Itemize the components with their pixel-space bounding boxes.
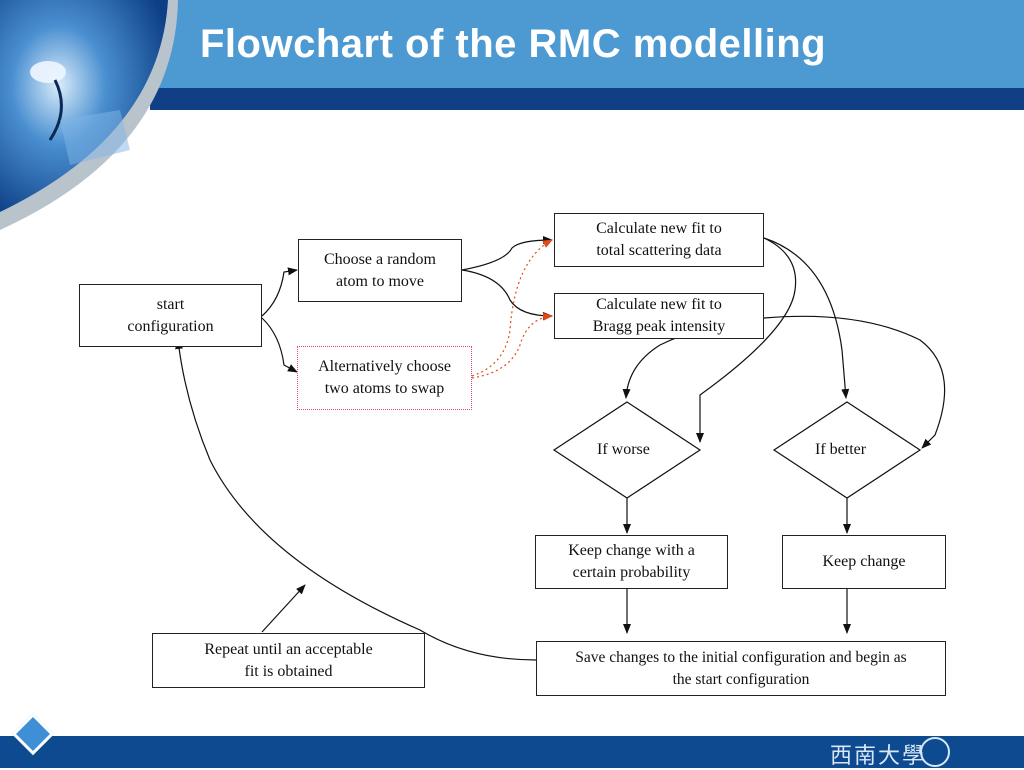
title-underline-bar [150, 88, 1024, 110]
arrow-total-to-worse [696, 237, 797, 443]
university-seal-icon [920, 737, 950, 767]
choose-random-atom-box: Choose a random atom to move [298, 239, 462, 302]
calc-bragg-peak-box: Calculate new fit to Bragg peak intensit… [554, 293, 764, 339]
arrow-repeat-pointer [261, 584, 306, 633]
arrow-save-to-start [175, 339, 537, 661]
slide-footer [0, 736, 1024, 768]
arrow-swap-to-bragg [471, 312, 553, 379]
calc-total-scattering-box: Calculate new fit to total scattering da… [554, 213, 764, 267]
page-title: Flowchart of the RMC modelling [200, 22, 827, 66]
corner-decoration-image [0, 0, 178, 230]
arrow-start-to-choose [261, 267, 298, 317]
swap-atoms-box: Alternatively choose two atoms to swap [297, 346, 472, 410]
repeat-until-fit-box: Repeat until an acceptable fit is obtain… [152, 633, 425, 688]
arrow-choose-to-bragg [461, 269, 553, 320]
save-changes-box: Save changes to the initial configuratio… [536, 641, 946, 696]
arrow-choose-to-total [461, 236, 553, 271]
keep-change-box: Keep change [782, 535, 946, 589]
keep-change-probability-box: Keep change with a certain probability [535, 535, 728, 589]
if-worse-label: If worse [597, 441, 650, 458]
slide-header: Flowchart of the RMC modelling [0, 0, 1024, 230]
arrow-total-to-better [763, 237, 850, 399]
start-configuration-box: start configuration [79, 284, 262, 347]
arrow-start-to-swap [261, 317, 298, 373]
arrow-bragg-to-better [763, 315, 946, 449]
title-bar [150, 0, 1024, 88]
arrow-swap-to-total [471, 239, 553, 377]
if-better-label: If better [815, 441, 867, 458]
university-logo-text: 西南大學 [830, 744, 927, 769]
